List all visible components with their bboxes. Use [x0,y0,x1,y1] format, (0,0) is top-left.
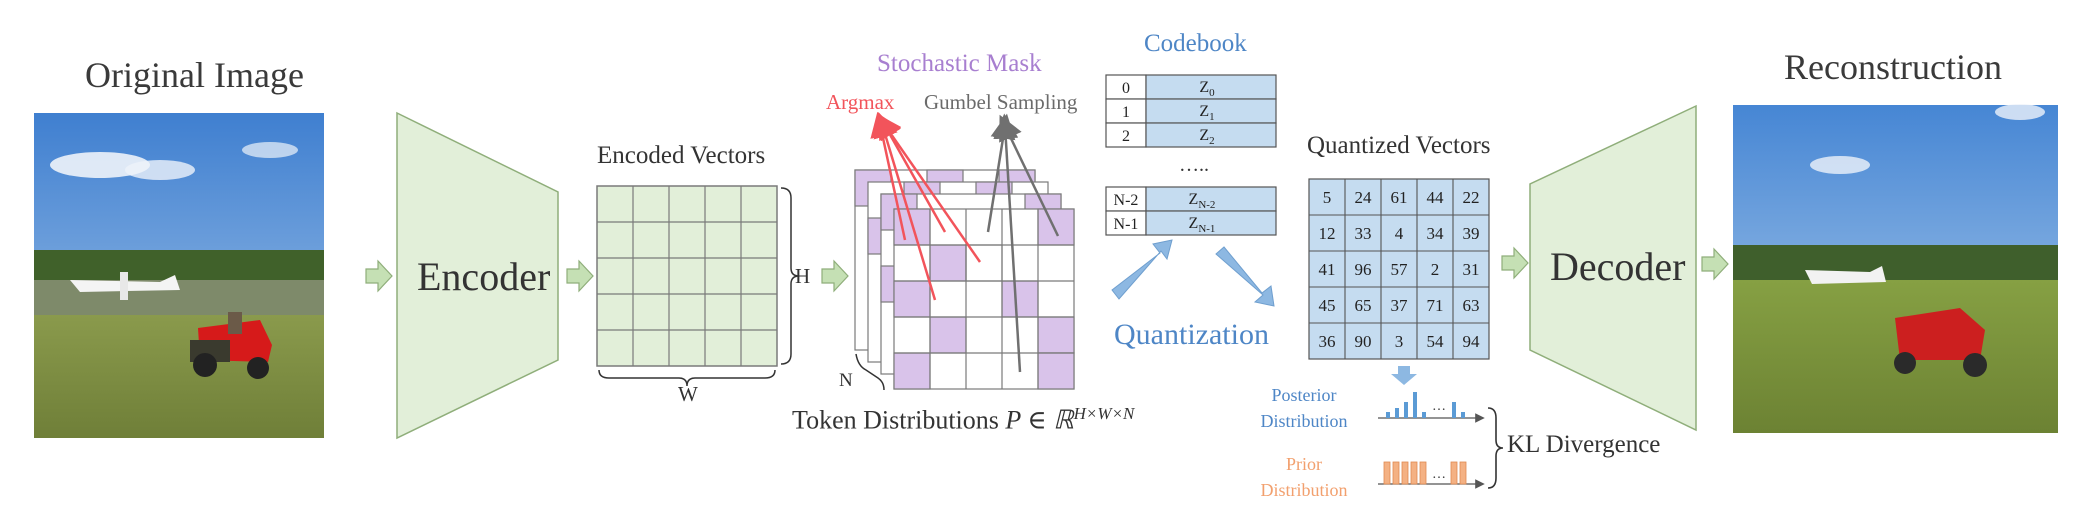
original-image [34,113,324,438]
quantized-cell: 57 [1391,260,1409,279]
decoder-label: Decoder [1550,244,1686,289]
quantization-arrows [1111,239,1275,307]
down-arrow [1391,366,1417,385]
quantized-cell: 37 [1391,296,1409,315]
quantized-cell: 61 [1391,188,1408,207]
reconstruction-title: Reconstruction [1784,47,2002,87]
prior-ellipsis: … [1432,467,1446,482]
codebook-text: 0 1 2 N-2 N-1 Z0 Z1 Z2 ZN-2 ZN-1 [1114,79,1216,235]
posterior-line2: Distribution [1260,411,1348,431]
quantized-cell: 44 [1427,188,1445,207]
token-distributions-label: Token Distributions P ∈ ℝH×W×N [792,404,1134,436]
encoded-vectors-label: Encoded Vectors [597,142,766,169]
flow-arrows [365,246,1729,293]
quantized-cell: 5 [1323,188,1332,207]
posterior-ellipsis: … [1432,399,1446,414]
token-distributions-text: Token Distributions [792,405,999,435]
codebook-table [1105,74,1277,236]
flow-arrow [1501,246,1529,280]
quantized-cell: 22 [1463,188,1480,207]
quantized-cell: 65 [1355,296,1372,315]
codebook-label: Codebook [1144,30,1247,57]
quantized-cell: 54 [1427,332,1445,351]
prior-distribution-label: Prior Distribution [1250,451,1358,503]
codebook-code: Z0 [1199,79,1215,99]
prior-line1: Prior [1286,454,1322,474]
quantized-cell: 34 [1427,224,1445,243]
kl-divergence-label: KL Divergence [1507,431,1661,458]
decoder-block [1529,104,1697,432]
token-formula: P ∈ ℝ [1005,405,1074,435]
quantized-cell: 71 [1427,296,1444,315]
quantized-cell: 39 [1463,224,1480,243]
gumbel-sampling-label: Gumbel Sampling [924,90,1078,114]
flow-arrow [566,259,594,293]
reconstruction-image [1733,104,2058,433]
quantized-cell: 3 [1395,332,1404,351]
posterior-histogram: … [1378,392,1485,423]
codebook-code: Z1 [1199,103,1214,123]
h-dimension-label: H [795,264,811,288]
quantized-grid: 5 24 61 44 22 12 33 4 34 39 41 96 57 2 31 45 65 37 71 63 36 9… [1308,178,1490,360]
quantization-arrow-up [1111,239,1173,300]
codebook-index: 2 [1122,128,1130,145]
quantized-vectors-label: Quantized Vectors [1307,132,1491,159]
quantized-cell: 12 [1319,224,1336,243]
front-mask-layer [893,208,1075,390]
w-dimension-label: W [678,382,698,406]
codebook-ellipsis: ….. [1179,154,1209,176]
quantized-cell: 36 [1319,332,1336,351]
argmax-label: Argmax [826,90,895,114]
quantized-cell: 94 [1463,332,1481,351]
posterior-distribution-label: Posterior Distribution [1250,382,1358,434]
prior-histogram: … [1378,461,1485,489]
quantized-cell: 96 [1355,260,1372,279]
flow-arrow [1701,247,1729,281]
quantized-cell: 41 [1319,260,1336,279]
codebook-index: N-2 [1114,192,1139,209]
gumbel-arrows [986,113,1060,373]
flow-arrow [821,259,849,293]
original-image-title: Original Image [85,55,304,95]
codebook-index: 0 [1122,80,1130,97]
quantized-cell: 45 [1319,296,1336,315]
codebook-index: N-1 [1114,216,1139,233]
quantized-cell: 33 [1355,224,1372,243]
quantization-arrow-down [1215,246,1275,307]
codebook-code: Z2 [1199,127,1214,147]
kl-brace [1487,407,1504,489]
token-formula-superscript: H×W×N [1073,404,1135,423]
flow-arrow [365,259,393,293]
codebook-code: ZN-2 [1189,191,1216,211]
argmax-arrows [870,111,982,301]
quantized-cell: 31 [1463,260,1480,279]
quantization-label: Quantization [1114,318,1269,351]
n-dimension-label: N [839,370,853,391]
posterior-line1: Posterior [1271,385,1337,405]
prior-line2: Distribution [1260,480,1348,500]
quantized-cell: 4 [1395,224,1404,243]
stochastic-mask-label: Stochastic Mask [877,50,1042,77]
quantized-cell: 24 [1355,188,1373,207]
encoder-label: Encoder [417,254,551,299]
codebook-code: ZN-1 [1189,215,1216,235]
quantized-cell: 2 [1431,260,1440,279]
encoded-vectors-grid [596,185,800,387]
quantized-cell: 90 [1355,332,1372,351]
encoder-block [396,111,559,440]
quantized-cell: 63 [1463,296,1480,315]
token-distribution-stack [854,169,1075,391]
codebook-index: 1 [1122,104,1130,121]
